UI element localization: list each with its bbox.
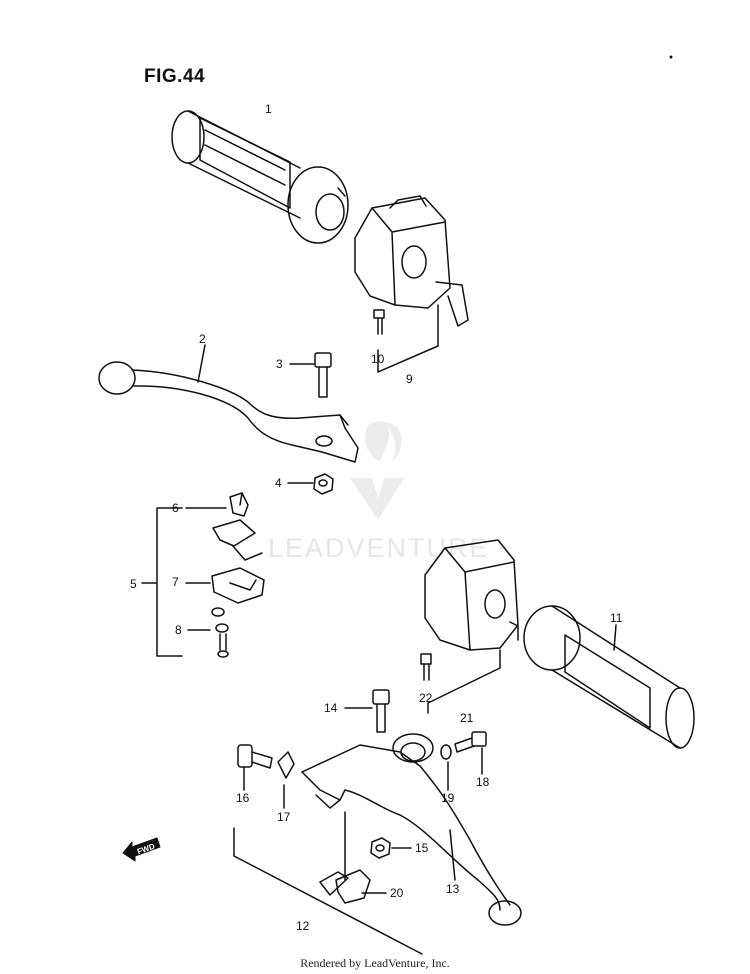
callout-10: 10 xyxy=(371,352,385,366)
watermark-logo xyxy=(350,421,404,520)
print-dot xyxy=(669,55,673,59)
callout-numbers: 1 2 3 4 5 6 7 8 9 10 11 12 13 14 15 16 1… xyxy=(130,102,623,933)
lever-nut xyxy=(313,473,334,495)
callout-9: 9 xyxy=(406,372,413,386)
bracket-21 xyxy=(427,649,501,714)
callout-17: 17 xyxy=(277,810,291,824)
washer xyxy=(440,744,452,760)
leader-2 xyxy=(197,344,206,383)
callout-13: 13 xyxy=(446,882,460,896)
callout-4: 4 xyxy=(275,476,282,490)
callout-1: 1 xyxy=(265,102,272,116)
callout-16: 16 xyxy=(236,791,250,805)
fwd-label: FWD xyxy=(136,842,156,857)
fwd-arrow-icon xyxy=(122,837,161,862)
clamp-bolt xyxy=(454,731,487,753)
figure-title: FIG.44 xyxy=(144,66,206,87)
clutch-nut xyxy=(370,837,391,859)
pivot-bolt xyxy=(314,352,332,398)
leader-11 xyxy=(613,624,617,651)
callout-8: 8 xyxy=(175,623,182,637)
switch-tab xyxy=(229,492,249,517)
callout-22: 22 xyxy=(419,691,433,705)
brake-lever xyxy=(98,361,359,463)
adjuster-nut xyxy=(277,751,295,779)
bracket-5 xyxy=(156,507,183,657)
callout-18: 18 xyxy=(476,775,490,789)
switch-screw-set xyxy=(211,607,229,658)
adjuster-bolt xyxy=(237,744,273,769)
bracket-9 xyxy=(377,304,439,373)
watermark-text: LEADVENTURE xyxy=(268,533,490,563)
clutch-switch xyxy=(319,869,371,904)
callout-21: 21 xyxy=(460,711,474,725)
callout-20: 20 xyxy=(390,886,404,900)
callout-11: 11 xyxy=(610,611,623,625)
left-grip xyxy=(523,605,695,749)
callout-19: 19 xyxy=(441,791,455,805)
clutch-lever xyxy=(301,733,522,926)
callout-12: 12 xyxy=(296,919,310,933)
throttle-grip xyxy=(171,110,349,244)
callout-2: 2 xyxy=(199,332,206,346)
callout-15: 15 xyxy=(415,841,429,855)
switch-bracket xyxy=(211,519,265,604)
clutch-pivot-bolt xyxy=(372,689,390,733)
bracket-12 xyxy=(233,827,423,955)
callout-3: 3 xyxy=(276,357,283,371)
callout-5: 5 xyxy=(130,577,137,591)
callout-14: 14 xyxy=(324,701,338,715)
left-switch-screw xyxy=(420,653,432,681)
callout-6: 6 xyxy=(172,501,179,515)
callout-7: 7 xyxy=(172,575,179,589)
left-switch-housing xyxy=(424,539,519,651)
switch-screw xyxy=(373,309,385,335)
footer-credit: Rendered by LeadVenture, Inc. xyxy=(300,956,450,970)
right-switch-housing xyxy=(354,195,469,327)
leader-13 xyxy=(449,829,456,881)
